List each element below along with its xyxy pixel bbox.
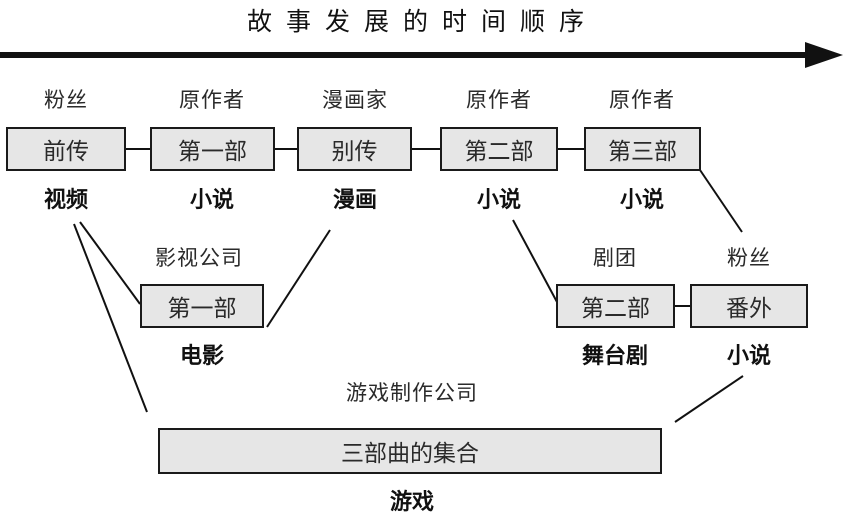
box-novel3: 第三部 — [584, 127, 701, 171]
medium-label-novel2: 小说 — [476, 188, 522, 213]
creator-label-film1: 影视公司 — [155, 246, 243, 270]
connector-video-film — [79, 221, 141, 305]
medium-label-prequel: 视频 — [43, 188, 89, 213]
connector-novel3-extra — [699, 169, 743, 233]
medium-label-game: 游戏 — [389, 490, 435, 514]
creator-label-novel1: 原作者 — [179, 88, 245, 112]
medium-label-play2: 舞台剧 — [581, 344, 649, 369]
box-extra: 番外 — [690, 284, 808, 328]
connector-extra-game — [674, 375, 744, 423]
creator-label-game: 游戏制作公司 — [346, 381, 478, 405]
medium-label-sidestory: 漫画 — [332, 188, 378, 213]
box-game: 三部曲的集合 — [158, 428, 662, 474]
connector-novel2-play2 — [512, 219, 558, 303]
box-film1: 第一部 — [140, 284, 264, 328]
creator-label-prequel: 粉丝 — [44, 88, 88, 112]
medium-label-novel1: 小说 — [189, 188, 235, 213]
medium-label-film1: 电影 — [179, 344, 225, 369]
medium-label-extra: 小说 — [726, 344, 772, 369]
box-play2: 第二部 — [556, 284, 675, 328]
diagram-title: 故事发展的时间顺序 — [246, 7, 598, 36]
medium-label-novel3: 小说 — [619, 188, 665, 213]
creator-label-novel3: 原作者 — [609, 88, 675, 112]
box-novel2: 第二部 — [440, 127, 558, 171]
creator-label-novel2: 原作者 — [466, 88, 532, 112]
creator-label-play2: 剧团 — [593, 246, 637, 270]
connector-video-game — [73, 223, 148, 413]
box-novel1: 第一部 — [150, 127, 275, 171]
creator-label-extra: 粉丝 — [727, 246, 771, 270]
box-sidestory: 别传 — [297, 127, 412, 171]
connector-comic-film — [266, 229, 331, 328]
box-prequel: 前传 — [6, 127, 126, 171]
creator-label-sidestory: 漫画家 — [322, 88, 388, 112]
timeline-arrow-head — [805, 42, 843, 68]
